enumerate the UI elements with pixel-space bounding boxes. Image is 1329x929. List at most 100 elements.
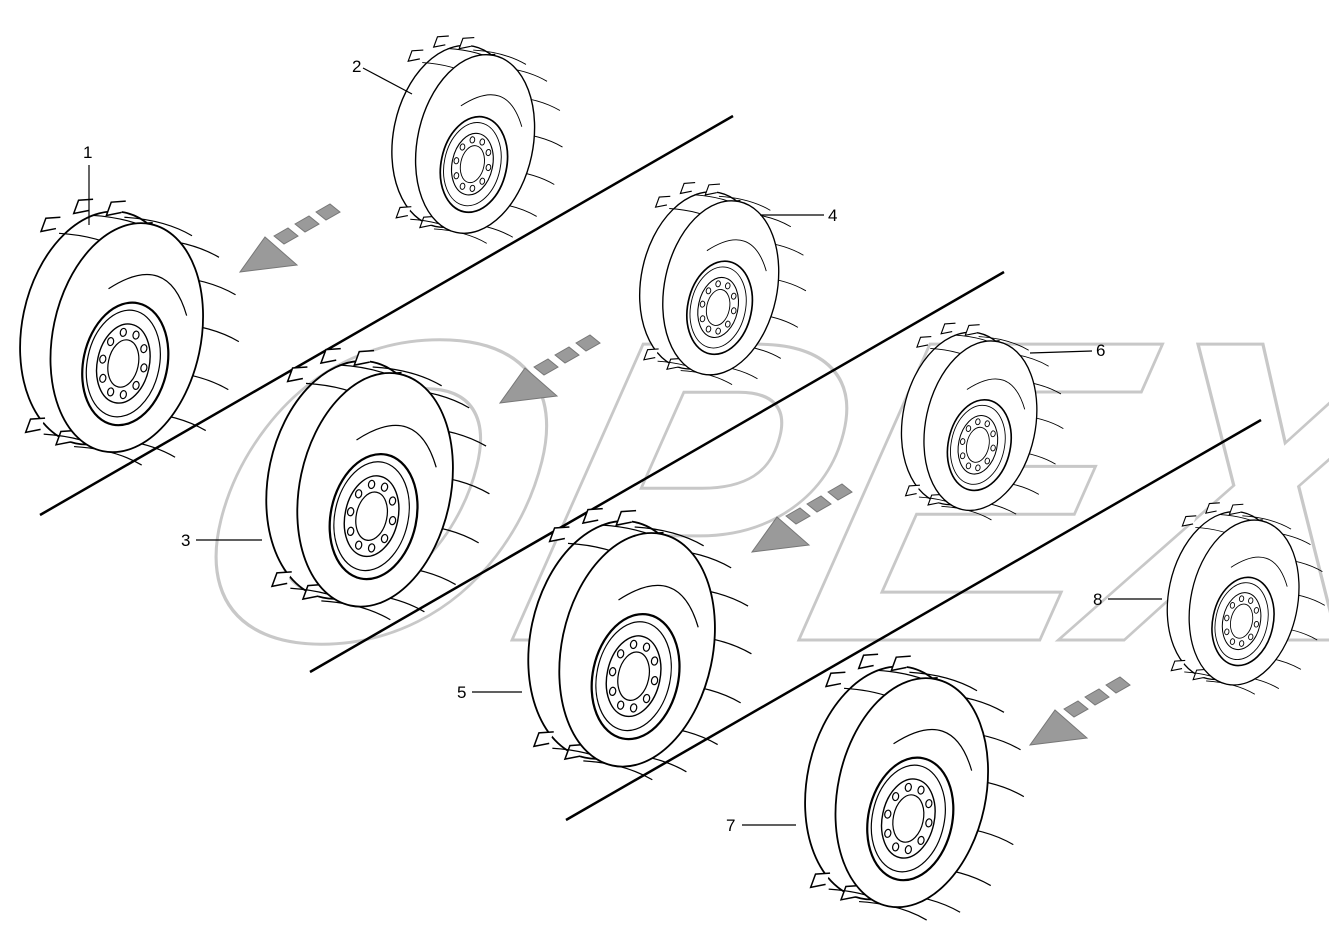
tread-lug <box>654 195 671 208</box>
callout-7[interactable]: 7 <box>726 816 735 835</box>
wheel-bolt <box>107 387 115 397</box>
tread-lug <box>581 507 603 525</box>
wheel-bolt <box>1238 640 1245 647</box>
tread-lug <box>353 349 375 367</box>
tire-4 <box>638 182 807 386</box>
wheel-bolt <box>616 700 625 710</box>
wheel-bolt <box>984 457 990 465</box>
wheel-bolt <box>959 452 966 460</box>
tread-lug <box>563 743 585 761</box>
wheel-bolt <box>346 526 355 536</box>
arrow-head <box>750 516 811 553</box>
callout-3[interactable]: 3 <box>181 531 190 550</box>
wheel-bolt <box>140 344 148 354</box>
wheel-bolt <box>380 482 389 492</box>
tread-groove <box>473 49 527 65</box>
wheel-bolt <box>730 292 737 300</box>
wheel-bolt <box>469 136 476 144</box>
wheel-bolt <box>965 425 972 432</box>
arrow-dash <box>273 227 299 245</box>
tire-1 <box>19 198 240 466</box>
arrow-dash <box>1084 688 1110 706</box>
hub-center <box>965 426 990 463</box>
tread-lug <box>643 348 659 361</box>
sidewall-line <box>706 239 767 272</box>
arrow-dash <box>294 215 320 233</box>
callout-8[interactable]: 8 <box>1093 590 1102 609</box>
wheel-bolt <box>1253 620 1260 628</box>
tread-lug <box>964 324 980 336</box>
tread-lug <box>704 183 721 196</box>
tread-lug <box>418 215 436 229</box>
wheel-bolt <box>917 835 925 845</box>
tread-lug <box>615 509 637 527</box>
callout-2[interactable]: 2 <box>352 57 361 76</box>
hub-center <box>705 289 731 326</box>
wheel-bolt <box>699 300 706 308</box>
rim-flange <box>950 404 1006 485</box>
rim-flange <box>1214 582 1269 660</box>
wheel-bolt <box>1253 607 1260 614</box>
arrow-dash <box>554 346 580 364</box>
tread-lug <box>839 884 861 901</box>
wheel-bolt <box>99 354 107 364</box>
tread-lug <box>1170 659 1186 672</box>
wheel-bolt <box>884 809 892 819</box>
wheel-bolt <box>959 438 966 445</box>
wheel-bolt <box>715 280 721 288</box>
callout-5[interactable]: 5 <box>457 683 466 702</box>
wheel-bolt <box>453 172 460 180</box>
wheel-bolt <box>616 649 625 659</box>
arrow-dash <box>315 203 341 221</box>
tread-groove <box>718 195 771 211</box>
sidewall-line <box>460 94 523 127</box>
hub-disc <box>1221 592 1262 651</box>
wheel-bolt <box>119 390 127 400</box>
tread-lug <box>940 322 956 335</box>
tire-7 <box>804 653 1025 921</box>
hub-disc <box>95 323 151 404</box>
wheel-bolt <box>99 373 107 383</box>
tire-3 <box>265 347 490 621</box>
sidewall-line <box>1230 556 1288 587</box>
callout-6[interactable]: 6 <box>1096 341 1105 360</box>
hub-disc <box>343 475 400 558</box>
tread-lug <box>857 653 879 670</box>
arrow-head <box>1028 709 1089 746</box>
tread-lug <box>1192 668 1208 681</box>
hub-center <box>892 794 925 843</box>
callout-4[interactable]: 4 <box>828 206 837 225</box>
tread-lug <box>1205 502 1220 514</box>
wheel-bolt <box>724 282 731 290</box>
tread-lug <box>432 35 449 48</box>
tread-lug <box>270 571 292 588</box>
sidewall-line <box>893 728 973 771</box>
wheel-bolt <box>608 686 617 696</box>
wheel-bolt <box>725 320 731 328</box>
callout-1[interactable]: 1 <box>83 143 92 162</box>
wheel-bolt <box>990 430 996 438</box>
hub-center <box>459 145 485 184</box>
wheel-bolt <box>925 818 933 828</box>
arrow-dash <box>785 507 811 525</box>
wheel-bolt <box>132 330 140 340</box>
tread-lug <box>319 347 341 365</box>
tread-groove <box>372 366 442 387</box>
hub-center <box>617 651 651 701</box>
wheel-bolt <box>346 507 355 517</box>
wheel-bolt <box>975 464 981 472</box>
rim-flange <box>333 461 410 572</box>
hub-center <box>107 339 140 388</box>
wheel-bolt <box>354 540 363 550</box>
wheel-bolt <box>730 307 737 315</box>
wheel-bolt <box>367 543 376 553</box>
rim-flange <box>595 621 672 732</box>
hub-center <box>355 491 389 541</box>
wheel-bolt <box>106 337 115 347</box>
wheel-bolt <box>650 675 659 686</box>
wheel-bolt <box>990 444 996 452</box>
wheel-bolt <box>1229 638 1236 645</box>
divider-line <box>309 270 1005 674</box>
wheel-bolt <box>459 182 466 190</box>
